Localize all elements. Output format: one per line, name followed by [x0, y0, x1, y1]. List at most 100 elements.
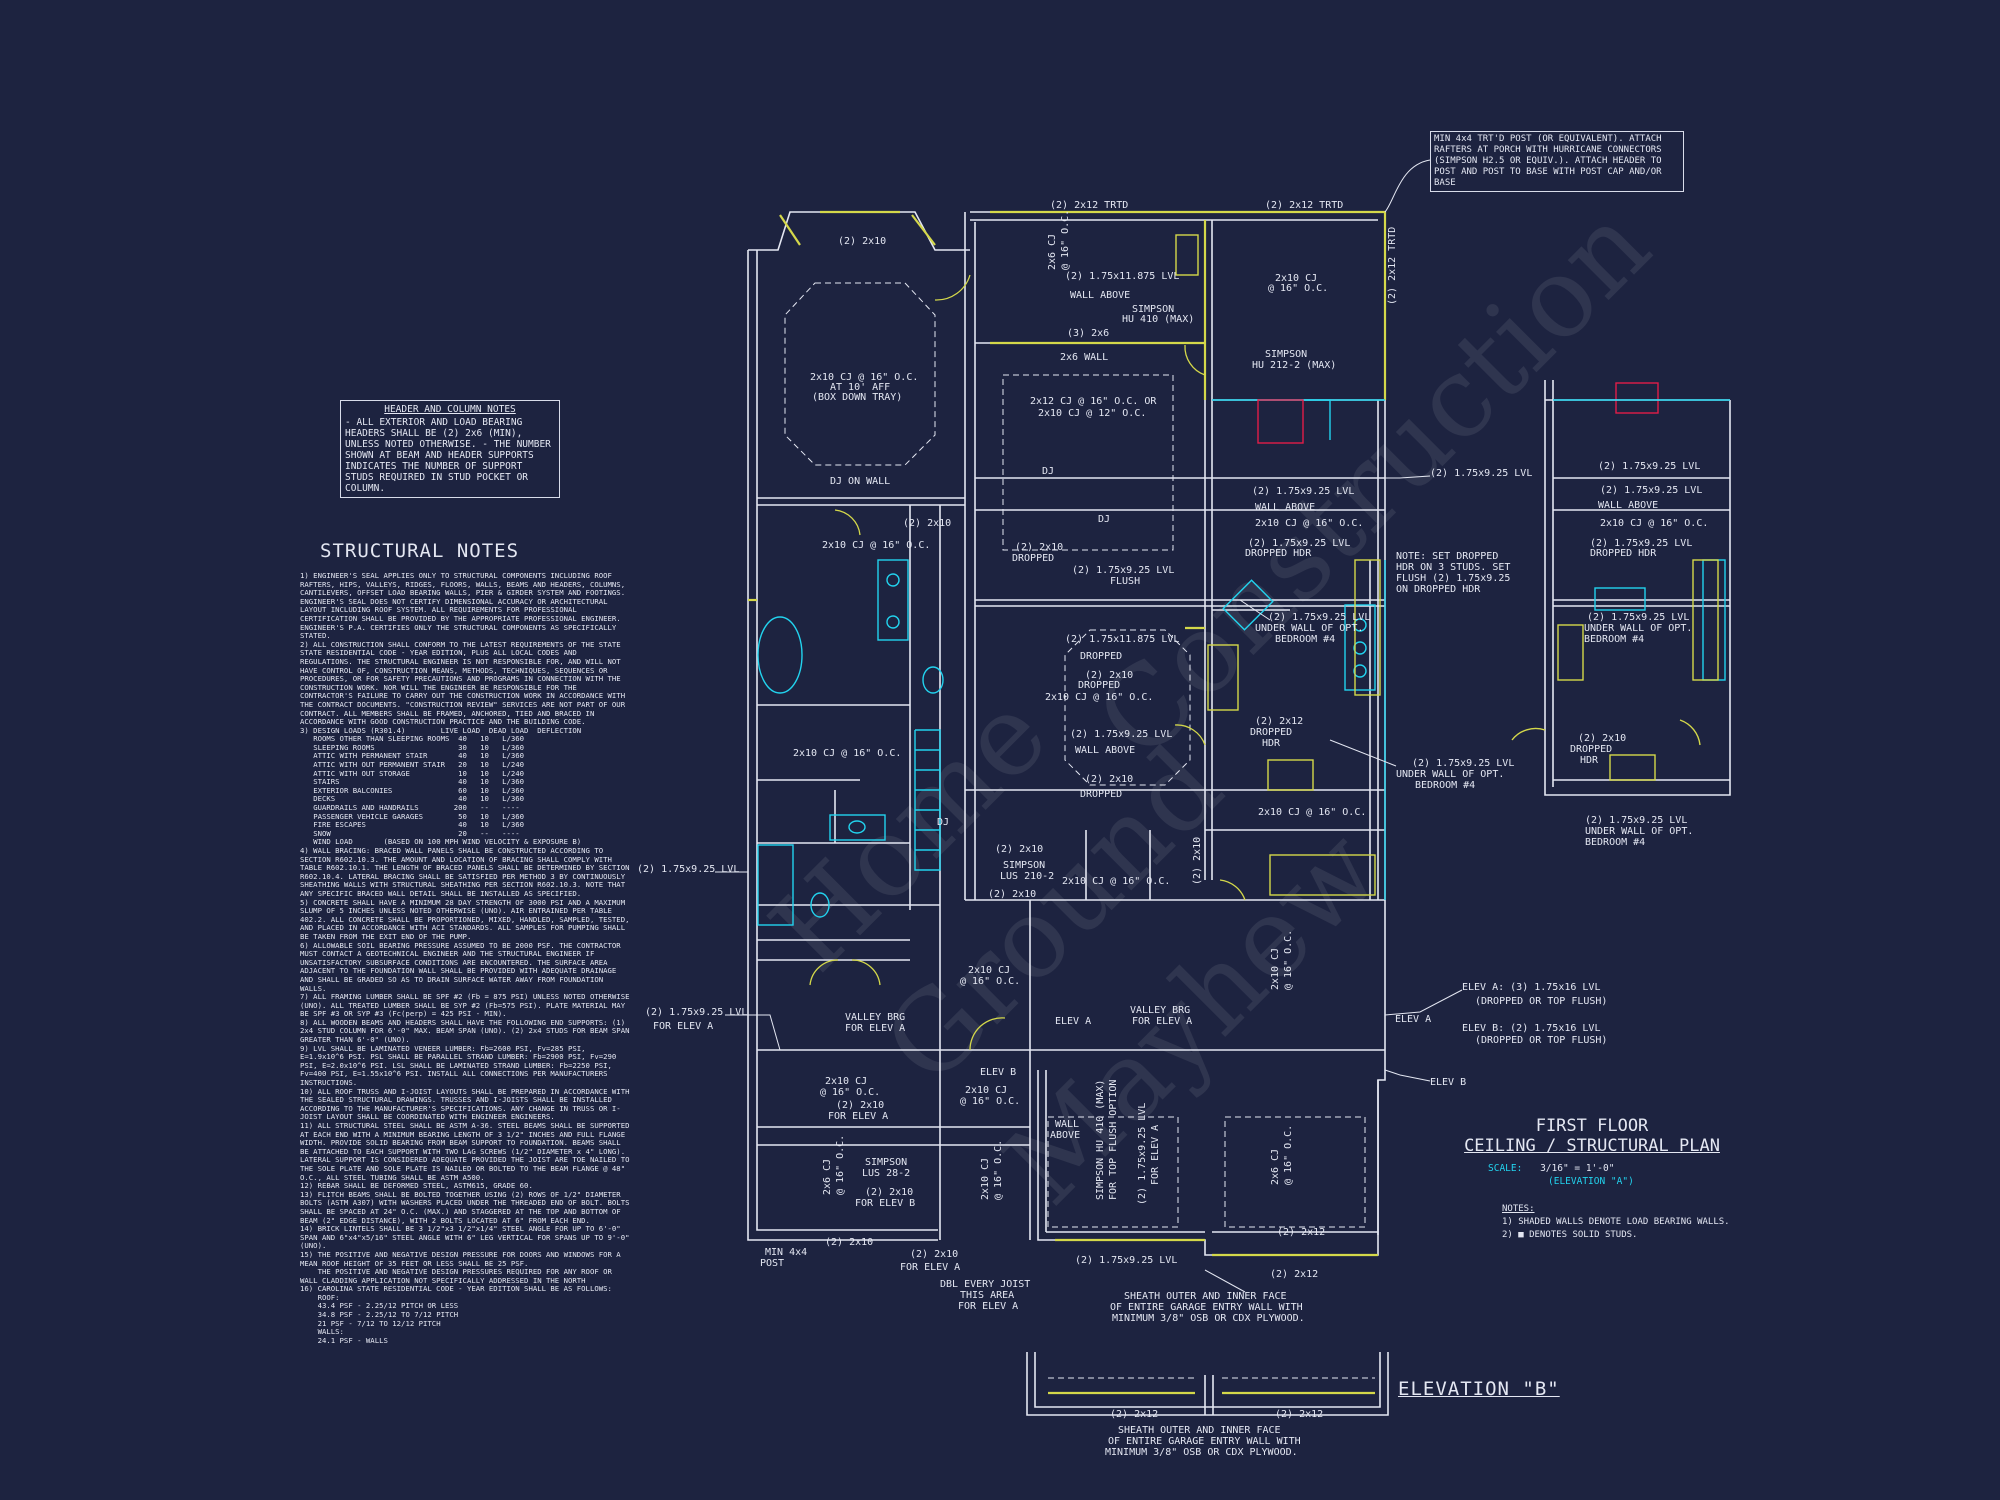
label-elev-b-lvl2: (DROPPED OR TOP FLUSH)	[1475, 1035, 1607, 1046]
plan-title-line-2: CEILING / STRUCTURAL PLAN	[1464, 1136, 1720, 1156]
label-simpson-hu212: SIMPSON	[1265, 349, 1307, 360]
label-wall-above-4b: ABOVE	[1050, 1130, 1080, 1141]
label-note-dropped-4: ON DROPPED HDR	[1396, 584, 1481, 595]
label-elev-b-lvl: ELEV B: (2) 1.75x16 LVL	[1462, 1023, 1600, 1034]
label-wall-2x6: 2x6 WALL	[1060, 352, 1108, 363]
opt-label-wall-above: WALL ABOVE	[1598, 500, 1658, 511]
label-dropped: DROPPED	[1012, 553, 1054, 564]
label-simpson-hu410b: HU 410 (MAX)	[1122, 314, 1194, 325]
leader-lines	[715, 159, 1463, 1293]
counters	[1175, 234, 1381, 896]
label-cj-studyb: @ 16" O.C.	[960, 1096, 1020, 1107]
label-dropped2: DROPPED	[1080, 651, 1122, 662]
label-cj-kitchen: 2x10 CJ @ 16" O.C.	[1258, 807, 1366, 818]
label-cj-diningb: @ 16" O.C.	[820, 1087, 880, 1098]
label-lvl-drop-hdr: (2) 1.75x9.25 LVL	[1248, 538, 1350, 549]
label-cj-pantry: 2x10 CJ @ 16" O.C.	[1062, 876, 1170, 887]
label-two-2x12-drop: (2) 2x12	[1255, 716, 1303, 727]
notes-title: NOTES:	[1502, 1204, 1535, 1214]
label-cj-garage: 2x6 CJ	[1270, 1149, 1281, 1185]
opt-label-under-2: (2) 1.75x9.25 LVL	[1585, 815, 1687, 826]
label-lvl-elev-a: (2) 1.75x9.25 LVL	[645, 1007, 747, 1018]
label-two-2x10-elev: (2) 2x10	[836, 1100, 884, 1111]
label-cj-tray-3: (BOX DOWN TRAY)	[812, 392, 902, 403]
label-two-2x10-bot2b: FOR ELEV A	[900, 1262, 960, 1273]
structural-notes-title: STRUCTURAL NOTES	[320, 540, 520, 562]
label-two-2x10-stair: (2) 2x10	[995, 844, 1043, 855]
label-valley-2b: FOR ELEV A	[1132, 1016, 1192, 1027]
label-for-elev-b: FOR ELEV B	[855, 1198, 915, 1209]
label-simpson-hu-garage2: FOR TOP FLUSH OPTION	[1108, 1080, 1119, 1200]
opt-label-under-2c: BEDROOM #4	[1585, 837, 1645, 848]
label-dropped3: DROPPED	[1078, 680, 1120, 691]
label-valley-1: VALLEY BRG	[845, 1012, 905, 1023]
label-wall-above-2: WALL ABOVE	[1255, 502, 1315, 513]
header-notes-title: HEADER AND COLUMN NOTES	[384, 404, 516, 415]
label-under-wall-2c: BEDROOM #4	[1415, 780, 1475, 791]
label-lvl-925-right: (2) 1.75x9.25 LVL	[1430, 468, 1532, 479]
elev-b-2x12-2: (2) 2x12	[1275, 1409, 1323, 1420]
opt-label-2x10: (2) 2x10	[1578, 733, 1626, 744]
optional-bedroom-plan: (2) 1.75x9.25 LVL (2) 1.75x9.25 LVL WALL…	[1511, 380, 1731, 848]
note-1: 1) SHADED WALLS DENOTE LOAD BEARING WALL…	[1502, 1217, 1730, 1227]
master-tub	[757, 616, 803, 694]
label-simpson-hu410: SIMPSON	[1132, 304, 1174, 315]
label-trtd-vert: (2) 2x12 TRTD	[1387, 227, 1398, 305]
label-two-2x10-bot2: (2) 2x10	[910, 1249, 958, 1260]
opt-label-lvl-2: (2) 1.75x9.25 LVL	[1600, 485, 1702, 496]
label-cj-dining: 2x10 CJ	[825, 1076, 867, 1087]
label-cj-study: 2x10 CJ	[965, 1085, 1007, 1096]
label-cj-master-bath: 2x10 CJ @ 16" O.C.	[822, 540, 930, 551]
elev-b-sheath-2: OF ENTIRE GARAGE ENTRY WALL WITH	[1108, 1436, 1301, 1447]
structural-notes-body: 1) ENGINEER'S SEAL APPLIES ONLY TO STRUC…	[300, 571, 630, 1345]
opt-label-drop-1: (2) 1.75x9.25 LVL	[1590, 538, 1692, 549]
label-simpson-lus28b: LUS 28-2	[862, 1168, 910, 1179]
label-min-postb: POST	[760, 1258, 784, 1269]
door-swings	[809, 274, 1246, 1051]
exterior-walls	[747, 211, 1386, 1256]
toilet-hall	[810, 892, 830, 918]
label-cj-tray-1: 2x10 CJ @ 16" O.C.	[810, 372, 918, 383]
label-under-wall-1: (2) 1.75x9.25 LVL	[1268, 612, 1370, 623]
label-lvl-elev-ab: FOR ELEV A	[653, 1021, 713, 1032]
label-wall-above-1: WALL ABOVE	[1070, 290, 1130, 301]
label-lvl-left: (2) 1.75x9.25 LVL	[637, 864, 739, 875]
label-note-dropped-2: HDR ON 3 STUDS. SET	[1396, 562, 1510, 573]
label-lvl-drop-hdr-b: DROPPED HDR	[1245, 548, 1312, 559]
elevation-b-plan: (2) 2x12 (2) 2x12 SHEATH OUTER AND INNER…	[1026, 1352, 1389, 1458]
scale-value: 3/16" = 1'-0"	[1540, 1163, 1615, 1174]
label-lvl-garage-v: (2) 1.75x9.25 LVL	[1137, 1103, 1148, 1205]
label-two-2x10-elevb-2: (2) 2x10	[865, 1187, 913, 1198]
label-two-2x10-drop2: (2) 2x10	[1085, 670, 1133, 681]
label-hdr: HDR	[1262, 738, 1281, 749]
opt-label-under-1: (2) 1.75x9.25 LVL	[1587, 612, 1689, 623]
opt-label-under-2b: UNDER WALL OF OPT.	[1585, 826, 1693, 837]
tub-hall	[757, 844, 794, 926]
label-top-2x10: (2) 2x10	[838, 236, 886, 247]
label-dj: DJ	[1042, 466, 1054, 477]
kitchen-island	[1222, 579, 1274, 631]
label-cj-2x10-v-great: 2x10 CJ	[1270, 948, 1281, 990]
plan-title: FIRST FLOOR CEILING / STRUCTURAL PLAN	[1452, 1116, 1732, 1156]
label-top-trtd-1: (2) 2x12 TRTD	[1050, 200, 1128, 211]
label-sheath-2: OF ENTIRE GARAGE ENTRY WALL WITH	[1110, 1302, 1303, 1313]
porch-post-note: MIN 4x4 TRT'D POST (OR EQUIVALENT). ATTA…	[1430, 131, 1684, 192]
opt-label-2x10b: DROPPED	[1570, 744, 1612, 755]
header-column-notes: HEADER AND COLUMN NOTES - ALL EXTERIOR A…	[340, 400, 560, 498]
stair	[914, 729, 941, 871]
opt-label-under-1c: BEDROOM #4	[1584, 634, 1644, 645]
label-cj-study-v2: 2x10 CJ	[980, 1158, 991, 1200]
label-min-post: MIN 4x4	[765, 1247, 807, 1258]
plan-scale: SCALE: 3/16" = 1'-0"	[1488, 1163, 1614, 1174]
label-cj-2x10-16: 2x10 CJ	[1275, 273, 1317, 284]
plan-labels: (2) 2x10 (2) 2x12 TRTD (2) 2x12 TRTD (2)…	[637, 200, 1607, 1324]
opt-label-lvl-1: (2) 1.75x9.25 LVL	[1598, 461, 1700, 472]
label-lvl-garage-bot: (2) 1.75x9.25 LVL	[1075, 1255, 1177, 1266]
elev-b-sheath-3: MINIMUM 3/8" OSB OR CDX PLYWOOD.	[1105, 1447, 1298, 1458]
label-flush: FLUSH	[1110, 576, 1140, 587]
porch-line	[1260, 399, 1331, 440]
vanity-master	[877, 559, 909, 641]
label-two-2x10-drop3: (2) 2x10	[1085, 774, 1133, 785]
label-dbl-joist3: FOR ELEV A	[958, 1301, 1018, 1312]
label-two-2x10-a: (2) 2x10	[903, 518, 951, 529]
